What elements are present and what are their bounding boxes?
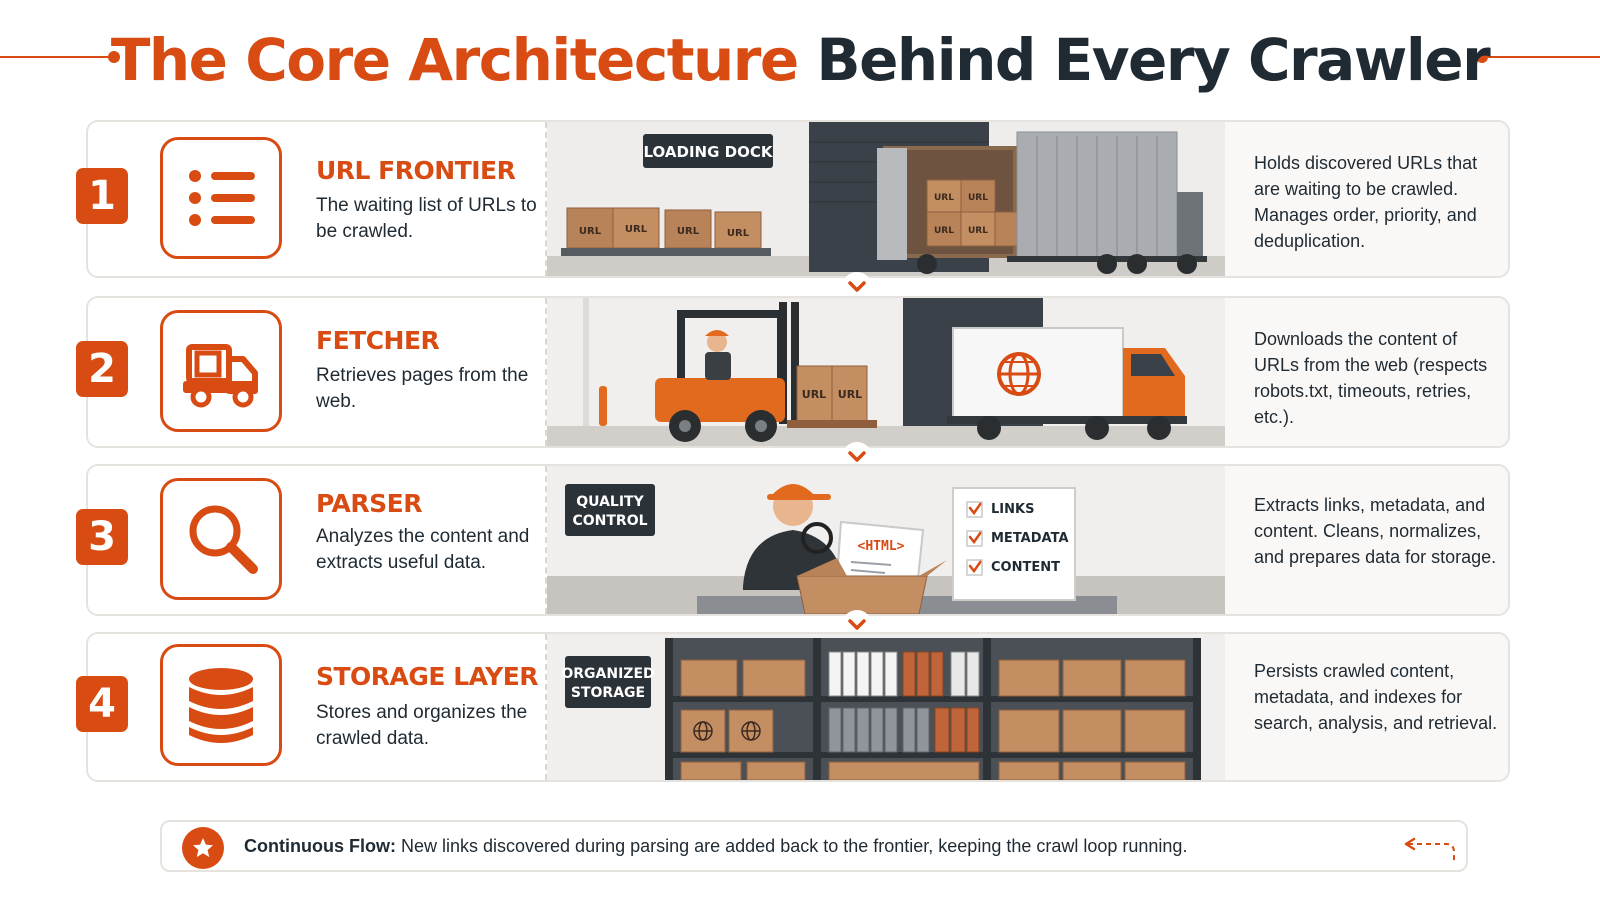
- title-decoration-line-left: [0, 56, 112, 58]
- title-decoration-dot-left: [108, 51, 120, 63]
- checkmark-icon: [968, 559, 983, 574]
- description-panel: [1222, 466, 1508, 614]
- description-panel: [1222, 122, 1508, 276]
- step-title: STORAGE LAYER: [316, 662, 539, 691]
- continuous-flow-description: New links discovered during parsing are …: [400, 836, 1188, 856]
- step-subtitle: Stores and organizes the crawled data.: [316, 702, 528, 749]
- loop-arrow-icon: [1402, 836, 1458, 871]
- parser-illustration: QUALITY CONTROL <HTML> LINKS METADATA CO…: [545, 466, 1225, 614]
- step-title: PARSER: [316, 489, 422, 518]
- step-number-badge: 2: [76, 341, 128, 397]
- step-title: FETCHER: [316, 326, 440, 355]
- checklist-item-content: CONTENT: [991, 560, 1060, 575]
- continuous-flow-banner: Continuous Flow: New links discovered du…: [160, 820, 1468, 872]
- box-label: URL: [625, 224, 648, 235]
- checklist-item-metadata: METADATA: [991, 531, 1069, 546]
- title-part-rest: Behind Every Crawler: [816, 26, 1490, 94]
- quality-control-sign-line1: QUALITY: [576, 494, 644, 510]
- description-panel: [1222, 298, 1508, 446]
- star-icon: [182, 827, 224, 869]
- step-number-badge: 1: [76, 168, 128, 224]
- storage-illustration: ORGANIZED STORAGE: [545, 634, 1225, 780]
- step-number-badge: 4: [76, 676, 128, 732]
- continuous-flow-label: Continuous Flow:: [244, 836, 396, 856]
- step-subtitle: The waiting list of URLs to be crawled.: [316, 195, 537, 242]
- box-label: URL: [838, 388, 862, 401]
- box-label: URL: [727, 228, 750, 239]
- box-label: URL: [677, 226, 700, 237]
- step-subtitle: Retrieves pages from the web.: [316, 365, 529, 412]
- description-panel: [1222, 634, 1508, 780]
- checkmark-icon: [968, 530, 983, 545]
- box-label: URL: [968, 226, 988, 236]
- continuous-flow-text: Continuous Flow: New links discovered du…: [244, 836, 1187, 857]
- box-label: URL: [579, 226, 602, 237]
- html-document-label: <HTML>: [858, 539, 905, 554]
- fetcher-illustration: URL URL: [545, 298, 1225, 446]
- step-number-badge: 3: [76, 509, 128, 565]
- database-icon: [160, 644, 282, 766]
- checkmark-icon: [968, 501, 983, 516]
- step-description: Holds discovered URLs that are waiting t…: [1254, 153, 1478, 251]
- checklist-item-links: LINKS: [991, 502, 1034, 517]
- step-title: URL FRONTIER: [316, 156, 516, 185]
- loading-dock-sign: LOADING DOCK: [644, 143, 774, 161]
- step-description: Extracts links, metadata, and content. C…: [1254, 495, 1497, 567]
- step-description: Downloads the content of URLs from the w…: [1254, 329, 1488, 427]
- step-subtitle: Analyzes the content and extracts useful…: [316, 526, 530, 573]
- quality-control-sign-line2: CONTROL: [572, 513, 647, 529]
- title-part-highlight: The Core Architecture: [110, 26, 799, 94]
- loading-dock-illustration: LOADING DOCK URL URL URL URL URL URL U: [545, 122, 1225, 276]
- truck-icon: [160, 310, 282, 432]
- box-label: URL: [802, 388, 826, 401]
- list-icon: [160, 137, 282, 259]
- title-decoration-dot-right: [1476, 51, 1488, 63]
- organized-storage-sign-line1: ORGANIZED: [561, 666, 654, 682]
- title-decoration-line-right: [1488, 56, 1600, 58]
- box-label: URL: [934, 226, 954, 236]
- magnifier-icon: [160, 478, 282, 600]
- box-label: URL: [934, 193, 954, 203]
- step-description: Persists crawled content, metadata, and …: [1254, 661, 1498, 733]
- organized-storage-sign-line2: STORAGE: [571, 685, 645, 701]
- page-title: The Core Architecture Behind Every Crawl…: [0, 22, 1600, 102]
- box-label: URL: [968, 193, 988, 203]
